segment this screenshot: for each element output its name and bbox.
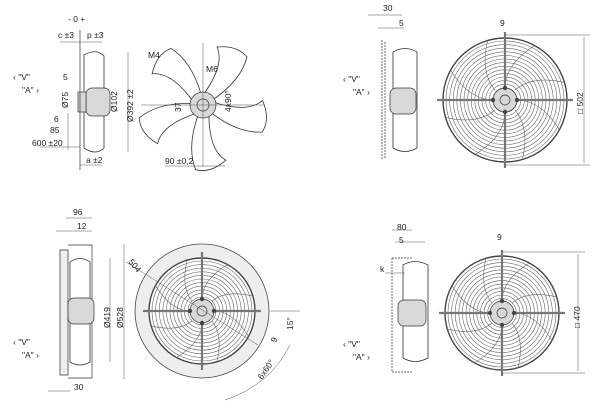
dim-cable-length: 600 ±20 (32, 138, 63, 148)
dim-d392: Ø392 ±2 (125, 89, 135, 122)
dim-4x90: 4x90° (223, 90, 233, 112)
guard-grille (143, 252, 261, 370)
view-label-a: "A" › (353, 87, 370, 97)
mounting-bolt (490, 97, 496, 103)
dim-30: 30 (383, 3, 393, 13)
mounting-bolt (514, 97, 520, 103)
dim-9: 9 (268, 336, 279, 344)
dim-square-502: □ 502 (575, 92, 585, 114)
mounting-bolt (199, 320, 205, 326)
front-view (134, 243, 270, 379)
front-view (437, 32, 573, 168)
mounting-bolt (199, 296, 205, 302)
guard-grille (439, 250, 565, 376)
label-m6: M6 (206, 64, 218, 74)
panel-square-502: 30 5 9 □ 502 ‹ "V" "A" › (343, 3, 590, 168)
fan-blade (151, 47, 203, 103)
motor-hub (489, 300, 515, 326)
dim-d419: Ø419 (102, 307, 112, 328)
dim-c: c ±3 (58, 30, 74, 40)
mounting-bolt (502, 109, 508, 115)
mounting-bolt (187, 308, 193, 314)
mounting-bolt (511, 310, 517, 316)
dim-9: 9 (500, 18, 505, 28)
fan-blade (191, 112, 227, 171)
side-view (368, 14, 418, 160)
front-view (138, 43, 267, 171)
dim-12: 12 (77, 221, 87, 231)
mounting-bolt (487, 310, 493, 316)
panel-square-470: 80 5 k 9 □ 470 ‹ "V" "A" › (343, 222, 585, 376)
dim-d528: Ø528 (115, 307, 125, 328)
dim-d102: Ø102 (109, 91, 119, 112)
dim-a: a ±2 (86, 155, 103, 165)
dim-80: 80 (397, 222, 407, 232)
dim-504: 504 (126, 257, 143, 275)
dim-5: 5 (399, 235, 404, 245)
dim-k: k (380, 264, 385, 274)
view-label-v: ‹ "V" (13, 337, 30, 347)
view-label-a: "A" › (22, 85, 39, 95)
panel-wall-ring: 96 12 Ø419 Ø528 30 504 15° 9 6x60° ‹ "V"… (13, 207, 300, 401)
dim-37: 37 (173, 102, 183, 112)
dim-square-470: □ 470 (572, 306, 582, 328)
side-view (40, 30, 129, 170)
dim-tolerance-zero: - 0 + (68, 14, 85, 24)
dim-6: 6 (54, 114, 59, 124)
dim-5: 5 (399, 18, 404, 28)
dim-15deg: 15° (285, 317, 295, 330)
mounting-bolt (502, 85, 508, 91)
front-view (439, 250, 565, 376)
view-label-a: "A" › (353, 352, 370, 362)
side-view (385, 229, 429, 373)
view-label-v: ‹ "V" (343, 339, 360, 349)
motor-hub (189, 298, 215, 324)
mounting-bolt (211, 308, 217, 314)
view-label-a: "A" › (22, 350, 39, 360)
dim-30: 30 (74, 382, 84, 392)
panel-fan-only: - 0 + c ±3 p ±3 5 Ø75 Ø102 Ø392 ±2 6 85 … (13, 14, 267, 171)
dim-6x60: 6x60° (255, 358, 276, 382)
motor-hub (492, 87, 518, 113)
dim-90: 90 ±0,2 (165, 156, 194, 166)
fan-blade (202, 46, 248, 102)
dim-96: 96 (73, 207, 83, 217)
view-label-v: ‹ "V" (13, 72, 30, 82)
fan-blade (208, 99, 267, 133)
side-view (48, 217, 125, 392)
dim-5: 5 (63, 72, 68, 82)
view-label-v: ‹ "V" (343, 74, 360, 84)
dim-9: 9 (497, 232, 502, 242)
dim-d75: Ø75 (60, 92, 70, 108)
guard-grille (437, 32, 573, 168)
dim-85: 85 (50, 125, 60, 135)
label-m4: M4 (148, 50, 160, 60)
mounting-bolt (499, 298, 505, 304)
dim-p: p ±3 (87, 30, 104, 40)
mounting-bolt (499, 322, 505, 328)
